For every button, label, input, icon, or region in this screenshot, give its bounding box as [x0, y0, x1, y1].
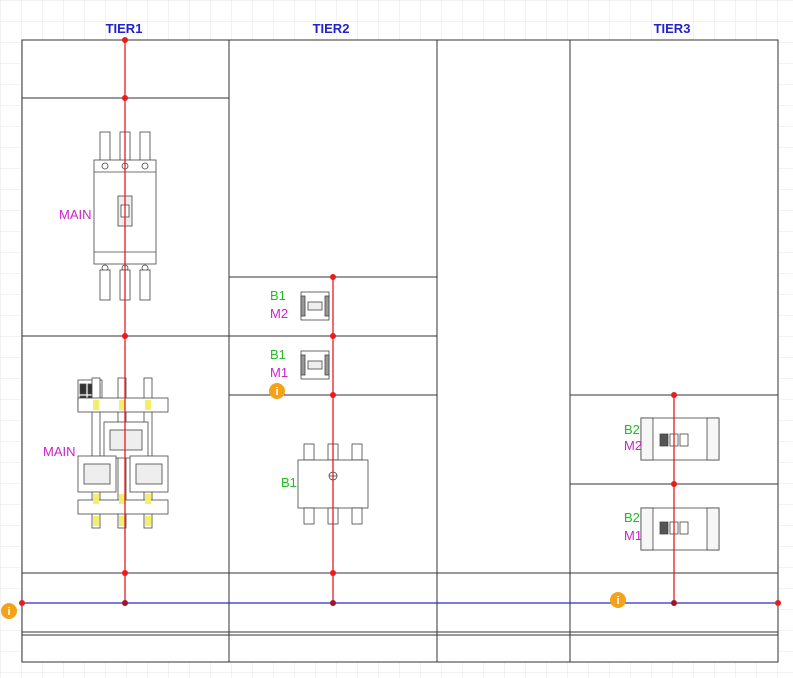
node[interactable]	[122, 95, 128, 101]
feeder-lines	[124, 40, 675, 603]
tier2-breaker-b1-large-label[interactable]: B1	[281, 475, 297, 490]
tier1-main-breaker-label[interactable]: MAIN	[59, 207, 92, 222]
tier1-main-busbar-assembly[interactable]	[77, 377, 169, 529]
tier2-breaker-b1-m2-label-b[interactable]: B1	[270, 288, 286, 303]
node[interactable]	[671, 481, 677, 487]
tier2-breaker-b1-m1-label-m[interactable]: M1	[270, 365, 288, 380]
tier2-breaker-b1-m2[interactable]	[300, 291, 330, 321]
panel-frame	[21, 39, 779, 663]
tier3-breaker-b2-m1[interactable]	[640, 507, 720, 551]
node[interactable]	[330, 600, 336, 606]
node[interactable]	[775, 600, 781, 606]
info-badge-tier3[interactable]: i	[610, 592, 626, 608]
tier3-breaker-b2-m2[interactable]	[640, 417, 720, 461]
svg-text:i: i	[275, 386, 278, 398]
tier2-label[interactable]: TIER2	[313, 21, 350, 36]
tier1-main-busbar-label[interactable]: MAIN	[43, 444, 76, 459]
svg-text:i: i	[616, 595, 619, 607]
tier2-breaker-b1-m1-label-b[interactable]: B1	[270, 347, 286, 362]
tier3-breaker-b2-m2-label-m[interactable]: M2	[624, 438, 642, 453]
node[interactable]	[330, 274, 336, 280]
node[interactable]	[122, 570, 128, 576]
connection-nodes	[19, 37, 781, 606]
tier3-breaker-b2-m1-label-b[interactable]: B2	[624, 510, 640, 525]
tier3-label[interactable]: TIER3	[654, 21, 691, 36]
node[interactable]	[330, 392, 336, 398]
node[interactable]	[122, 333, 128, 339]
info-badge-bus-left[interactable]: i	[1, 603, 17, 619]
node[interactable]	[671, 600, 677, 606]
node[interactable]	[330, 333, 336, 339]
node[interactable]	[19, 600, 25, 606]
info-icon[interactable]	[1, 603, 17, 619]
tier3-breaker-b2-m1-label-m[interactable]: M1	[624, 528, 642, 543]
node[interactable]	[122, 37, 128, 43]
node[interactable]	[122, 600, 128, 606]
tier2-breaker-b1-m1[interactable]	[300, 350, 330, 380]
tier2-breaker-b1-m2-label-m[interactable]: M2	[270, 306, 288, 321]
info-icon[interactable]	[269, 383, 285, 399]
node[interactable]	[330, 570, 336, 576]
node[interactable]	[671, 392, 677, 398]
svg-text:i: i	[7, 606, 10, 618]
tier3-breaker-b2-m2-label-b[interactable]: B2	[624, 422, 640, 437]
tier1-label[interactable]: TIER1	[106, 21, 143, 36]
info-icon[interactable]	[610, 592, 626, 608]
info-badge-tier2[interactable]: i	[269, 383, 285, 399]
